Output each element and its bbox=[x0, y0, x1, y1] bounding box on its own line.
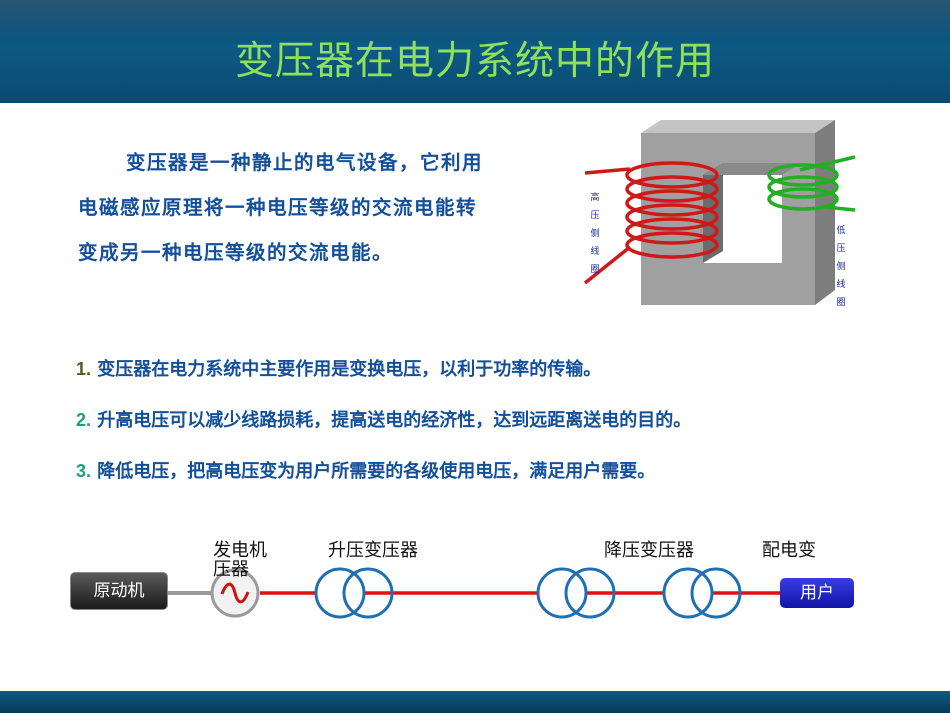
point-text: 降低电压，把高电压变为用户所需要的各级使用电压，满足用户需要。 bbox=[91, 461, 656, 482]
step-up-label: 升压变压器 bbox=[328, 540, 418, 560]
lv-char: 圈 bbox=[836, 297, 845, 308]
lv-char: 压 bbox=[836, 243, 845, 254]
core-right-face bbox=[815, 120, 835, 305]
power-system-diagram: 原动机 用户 发电机 压器 升压变压器 降压变压器 配电变 bbox=[0, 530, 950, 630]
intro-paragraph: 变压器是一种静止的电气设备，它利用电磁感应原理将一种电压等级的交流电能转变成另一… bbox=[78, 151, 484, 264]
lv-char: 侧 bbox=[836, 260, 845, 272]
point-item: 3. 降低电压，把高电压变为用户所需要的各级使用电压，满足用户需要。 bbox=[76, 454, 936, 505]
high-voltage-coil bbox=[583, 161, 719, 285]
generator-label: 发电机 bbox=[213, 540, 267, 560]
point-text: 升高电压可以减少线路损耗，提高送电的经济性，达到远距离送电的目的。 bbox=[91, 410, 692, 431]
step-down-transformer-icon bbox=[536, 567, 588, 619]
step-up-transformer-icon bbox=[342, 567, 394, 619]
points-list: 1. 变压器在电力系统中主要作用是变换电压，以利于功率的传输。 2. 升高电压可… bbox=[76, 352, 936, 505]
low-voltage-coil bbox=[767, 155, 856, 212]
diagram-lines bbox=[165, 567, 782, 619]
hv-char: 圈 bbox=[590, 264, 599, 275]
core-top-face bbox=[641, 120, 835, 133]
low-voltage-label: 低 压 侧 线 圈 bbox=[836, 224, 845, 308]
point-number: 2. bbox=[76, 410, 92, 430]
high-voltage-label: 高 压 侧 线 圈 bbox=[590, 191, 599, 275]
lv-char: 线 bbox=[836, 278, 845, 290]
hv-char: 高 bbox=[590, 191, 599, 203]
step-up-transformer-icon bbox=[314, 567, 366, 619]
distribution-transformer-icon bbox=[662, 567, 714, 619]
point-number: 1. bbox=[76, 359, 92, 379]
transformer-illustration: 高 压 侧 线 圈 低 压 侧 线 圈 bbox=[583, 120, 856, 308]
point-number: 3. bbox=[76, 461, 92, 481]
core-window-top bbox=[703, 163, 802, 175]
point-item: 1. 变压器在电力系统中主要作用是变换电压，以利于功率的传输。 bbox=[76, 352, 936, 403]
hv-char: 压 bbox=[590, 210, 599, 221]
prime-mover-box: 原动机 bbox=[70, 572, 168, 610]
point-item: 2. 升高电压可以减少线路损耗，提高送电的经济性，达到远距离送电的目的。 bbox=[76, 403, 936, 454]
hv-char: 侧 bbox=[590, 227, 599, 239]
step-down-label: 降压变压器 bbox=[604, 540, 694, 560]
header-bar bbox=[0, 0, 950, 103]
distribution-label: 配电变 bbox=[762, 540, 816, 560]
sine-icon bbox=[220, 582, 250, 604]
header-shine bbox=[0, 0, 950, 40]
page-title: 变压器在电力系统中的作用 bbox=[234, 39, 715, 84]
footer-bar bbox=[0, 691, 950, 713]
generator-label-2: 压器 bbox=[213, 559, 249, 579]
hv-char: 线 bbox=[590, 245, 599, 257]
distribution-transformer-icon bbox=[690, 567, 742, 619]
user-box: 用户 bbox=[780, 578, 854, 608]
step-down-transformer-icon bbox=[564, 567, 616, 619]
lv-char: 低 bbox=[836, 224, 845, 236]
point-text: 变压器在电力系统中主要作用是变换电压，以利于功率的传输。 bbox=[91, 359, 602, 380]
